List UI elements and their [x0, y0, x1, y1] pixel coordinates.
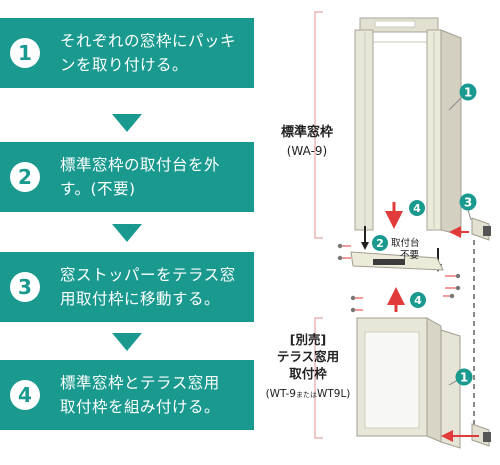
callout-4-bottom [410, 292, 426, 308]
terrace-model-mid: または [296, 391, 317, 399]
callout-3-number: 3 [464, 196, 472, 210]
step-text-line: それぞれの窓枠にパッキ [60, 32, 237, 50]
terrace-label-line3: 取付枠 [289, 366, 327, 381]
step-text-line: 標準窓枠の取付台を外 [60, 156, 221, 174]
step-text: 標準窓枠の取付台を外 す。(不要) [60, 153, 220, 201]
callout-4-bottom-number: 4 [414, 294, 422, 307]
mount-note-line2: 不要 [400, 250, 419, 261]
down-arrow-icon [112, 224, 142, 242]
step-text: 標準窓枠とテラス窓用 取付枠を組み付ける。 [60, 371, 220, 419]
callout-2 [372, 235, 388, 251]
callout-1-bottom [455, 368, 473, 386]
step-text-line: 標準窓枠とテラス窓用 [60, 374, 220, 392]
callout-1-bottom-number: 1 [460, 371, 468, 385]
down-arrow-icon [112, 333, 142, 351]
step-1: 1 それぞれの窓枠にパッキ ンを取り付ける。 [0, 18, 254, 88]
step-2: 2 標準窓枠の取付台を外 す。(不要) [0, 142, 254, 212]
step-number: 3 [10, 272, 40, 302]
terrace-mounting-frame [350, 293, 461, 449]
step-number: 2 [10, 162, 40, 192]
step-text: 窓ストッパーをテラス窓 用取付枠に移動する。 [60, 263, 236, 311]
step-text-line: 窓ストッパーをテラス窓 [60, 266, 236, 284]
callout-1-top-number: 1 [464, 86, 472, 100]
step-number: 4 [10, 380, 40, 410]
window-stopper [471, 217, 491, 241]
window-stopper-target [471, 423, 491, 447]
step-text-line: 取付枠を組み付ける。 [60, 398, 221, 416]
terrace-model: (WT-9またはWT9L) [266, 388, 351, 400]
callout-4-top [409, 200, 425, 216]
terrace-frame-bracket [314, 317, 323, 439]
standard-frame-model: (WA-9) [287, 144, 327, 158]
step-number: 1 [10, 38, 40, 68]
terrace-label-line2: テラス窓用 [277, 349, 339, 364]
step-text: それぞれの窓枠にパッキ ンを取り付ける。 [60, 29, 236, 77]
standard-frame-name: 標準窓枠 [281, 124, 333, 140]
step-4: 4 標準窓枠とテラス窓用 取付枠を組み付ける。 [0, 360, 254, 430]
standard-window-frame [354, 17, 462, 236]
standard-frame-bracket [314, 11, 323, 239]
terrace-model-prefix: (WT-9 [266, 388, 296, 400]
callout-1-top [459, 83, 477, 101]
assembly-diagram: 1 標準窓枠 (WA-9) 4 2 取付台 不要 3 4 [266, 11, 491, 449]
mount-note-line1: 取付台 [391, 237, 420, 249]
callout-4-top-number: 4 [413, 202, 421, 215]
callout-3 [459, 193, 477, 211]
step-text-line: 用取付枠に移動する。 [60, 290, 221, 308]
step-text-line: ンを取り付ける。 [60, 56, 189, 74]
step-3: 3 窓ストッパーをテラス窓 用取付枠に移動する。 [0, 252, 254, 322]
terrace-model-suffix: WT9L) [317, 388, 350, 400]
mount-base [337, 243, 461, 291]
terrace-label-line1: [別売] [290, 332, 326, 347]
down-arrow-icon [112, 114, 142, 132]
callout-2-number: 2 [376, 237, 384, 250]
step-text-line: す。(不要) [60, 180, 136, 198]
